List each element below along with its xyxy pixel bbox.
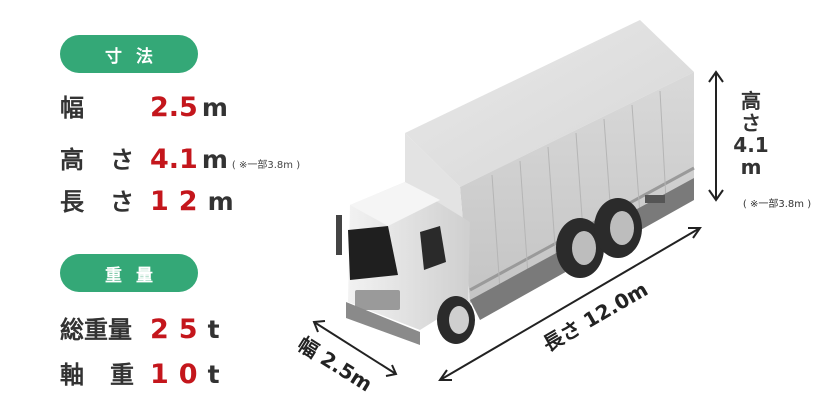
dimensions-badge-text: 寸法 (105, 46, 167, 67)
weight-badge-text: 重量 (105, 265, 167, 286)
height-annotation-unit: m (740, 155, 762, 179)
width-arrow (312, 320, 398, 377)
gross-weight-value: 25 (150, 314, 208, 345)
length-value: 12 (150, 186, 208, 217)
axle-weight-value: 10 (150, 359, 208, 390)
gross-weight-row: 総重量 25 t (60, 310, 220, 346)
height-annotation-note: ( ※一部3.8m ) (742, 199, 812, 210)
height-label: 高さ (60, 146, 160, 174)
gross-weight-label: 総重量 (60, 316, 132, 344)
truck-cab (336, 182, 475, 345)
side-window (420, 226, 446, 270)
width-unit: m (201, 93, 228, 122)
dimensions-badge: 寸法 (60, 35, 198, 73)
gross-weight-unit: t (207, 315, 220, 344)
side-mirror (336, 215, 342, 255)
length-arrow (438, 227, 702, 381)
height-annotation: 高 さ 4.1 m (733, 90, 769, 178)
axle-weight-unit: t (207, 360, 220, 389)
height-spec-row: 高さ 4.1 m ( ※一部3.8m ) (60, 140, 300, 176)
length-label: 長さ (60, 188, 160, 216)
cargo-box-top (405, 20, 694, 187)
windshield (348, 226, 398, 280)
height-note: ( ※一部3.8m ) (231, 160, 301, 171)
height-unit: m (201, 145, 228, 174)
cargo-box-side (460, 72, 694, 303)
width-label: 幅 (60, 94, 84, 122)
height-value: 4.1 (150, 144, 198, 175)
height-annotation-char2: さ (741, 111, 761, 135)
front-bumper (346, 302, 420, 345)
height-arrow (708, 70, 724, 202)
width-annotation: 幅 2.5m (293, 332, 376, 396)
width-value: 2.5 (150, 92, 198, 123)
rear-wheels (470, 178, 694, 320)
length-unit: m (207, 187, 234, 216)
axle-weight-row: 軸重 10 t (60, 355, 220, 391)
width-spec-row: 幅 2.5 m (60, 88, 228, 124)
front-grille (355, 290, 400, 310)
height-annotation-value: 4.1 (733, 133, 769, 157)
height-annotation-char1: 高 (741, 89, 761, 113)
axle-weight-label: 軸重 (60, 361, 160, 389)
length-spec-row: 長さ 12 m (60, 182, 234, 218)
weight-badge: 重量 (60, 254, 198, 292)
